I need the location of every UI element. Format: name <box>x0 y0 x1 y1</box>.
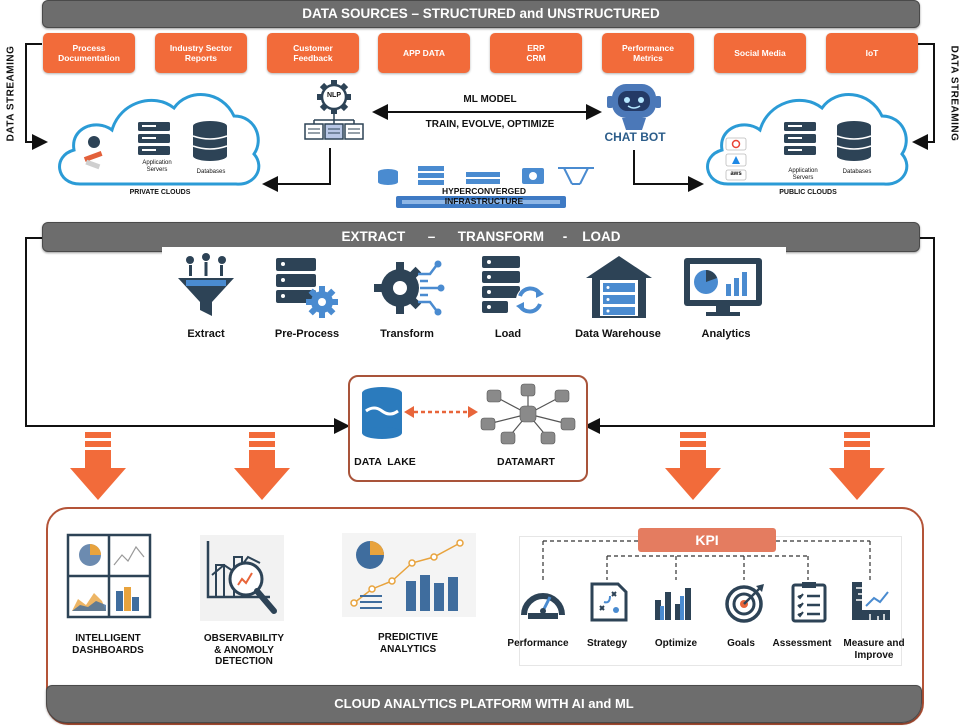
source-performance-metrics[interactable]: Performance Metrics <box>602 33 694 73</box>
platform-footer-banner: CLOUD ANALYTICS PLATFORM WITH AI and ML <box>46 685 922 723</box>
public-cloud-icon <box>706 93 909 186</box>
source-app-data[interactable]: APP DATA <box>378 33 470 73</box>
intelligent-dashboards-label: INTELLIGENT DASHBOARDS <box>72 633 144 656</box>
etl-step-extract-label: Extract <box>187 328 225 340</box>
kpi-strategy-label: Strategy <box>586 638 627 649</box>
pre-process-icon <box>276 258 338 318</box>
source-process-documentation[interactable]: Process Documentation <box>43 33 135 73</box>
dashboard-icon <box>66 533 152 619</box>
ml-model-title: ML MODEL <box>463 94 517 105</box>
observability-label: OBSERVABILITY & ANOMOLY DETECTION <box>203 633 285 667</box>
ml-model-subtitle: TRAIN, EVOLVE, OPTIMIZE <box>425 119 555 130</box>
hyperconverged-infra-icon <box>378 166 594 208</box>
kpi-measure-improve-label: Measure and Improve <box>843 638 905 661</box>
predictive-analytics-icon <box>342 533 476 617</box>
nlp-gear-icon <box>304 80 364 140</box>
optimize-bars-icon <box>655 588 691 620</box>
data-sources-banner: DATA SOURCES – STRUCTURED and UNSTRUCTUR… <box>42 0 920 28</box>
goals-target-icon <box>725 584 764 623</box>
source-industry-sector-reports[interactable]: Industry Sector Reports <box>155 33 247 73</box>
data-lake-icon <box>362 387 402 439</box>
transform-gear-icon <box>374 260 445 316</box>
bidirectional-arrow <box>404 406 478 418</box>
chatbot-label: CHAT BOT <box>604 130 666 144</box>
etl-step-load-label: Load <box>494 328 522 340</box>
data-warehouse-icon <box>586 256 652 318</box>
kpi-goals-label: Goals <box>727 638 755 649</box>
kpi-panel <box>519 536 902 666</box>
extract-funnel-icon <box>178 253 234 316</box>
public-databases-label: Databases <box>842 169 872 175</box>
observability-magnifier-icon <box>200 535 284 621</box>
etl-step-analytics-label: Analytics <box>701 328 751 340</box>
source-social-media[interactable]: Social Media <box>714 33 806 73</box>
private-cloud-icon <box>58 93 261 186</box>
kpi-optimize-label: Optimize <box>654 638 698 649</box>
etl-steps-panel <box>162 247 786 349</box>
public-app-servers-label: Application Servers <box>788 168 818 181</box>
source-erp-crm[interactable]: ERP CRM <box>490 33 582 73</box>
strategy-icon <box>590 582 628 622</box>
datamart-label: DATAMART <box>497 456 555 468</box>
assessment-checklist-icon <box>791 582 827 623</box>
kpi-assessment-label: Assessment <box>772 638 832 649</box>
performance-gauge-icon <box>521 593 565 619</box>
kpi-title: KPI <box>638 528 776 552</box>
source-iot[interactable]: IoT <box>826 33 918 73</box>
private-app-servers-label: Application Servers <box>142 160 172 173</box>
hyperconverged-infra-label: HYPERCONVERGED INFRASTRUCTURE <box>441 186 527 206</box>
public-aws-label: aws <box>730 171 742 177</box>
source-customer-feedback[interactable]: Customer Feedback <box>267 33 359 73</box>
kpi-performance-label: Performance <box>507 638 569 649</box>
chatbot-robot-icon <box>607 84 661 130</box>
nlp-badge: NLP <box>327 92 341 99</box>
measure-ruler-icon <box>852 582 890 620</box>
etl-step-data-warehouse-label: Data Warehouse <box>575 328 661 340</box>
data-lake-label: DATA LAKE <box>354 456 416 468</box>
private-clouds-label: PRIVATE CLOUDS <box>129 189 191 196</box>
public-clouds-label: PUBLIC CLOUDS <box>779 189 837 196</box>
etl-step-preprocess-label: Pre-Process <box>274 328 340 340</box>
analytics-monitor-icon <box>684 258 762 316</box>
load-icon <box>482 256 544 314</box>
predictive-analytics-label: PREDICTIVE ANALYTICS <box>377 632 438 655</box>
etl-step-transform-label: Transform <box>380 328 434 340</box>
datamart-network-icon <box>480 383 576 445</box>
private-databases-label: Databases <box>196 169 226 175</box>
